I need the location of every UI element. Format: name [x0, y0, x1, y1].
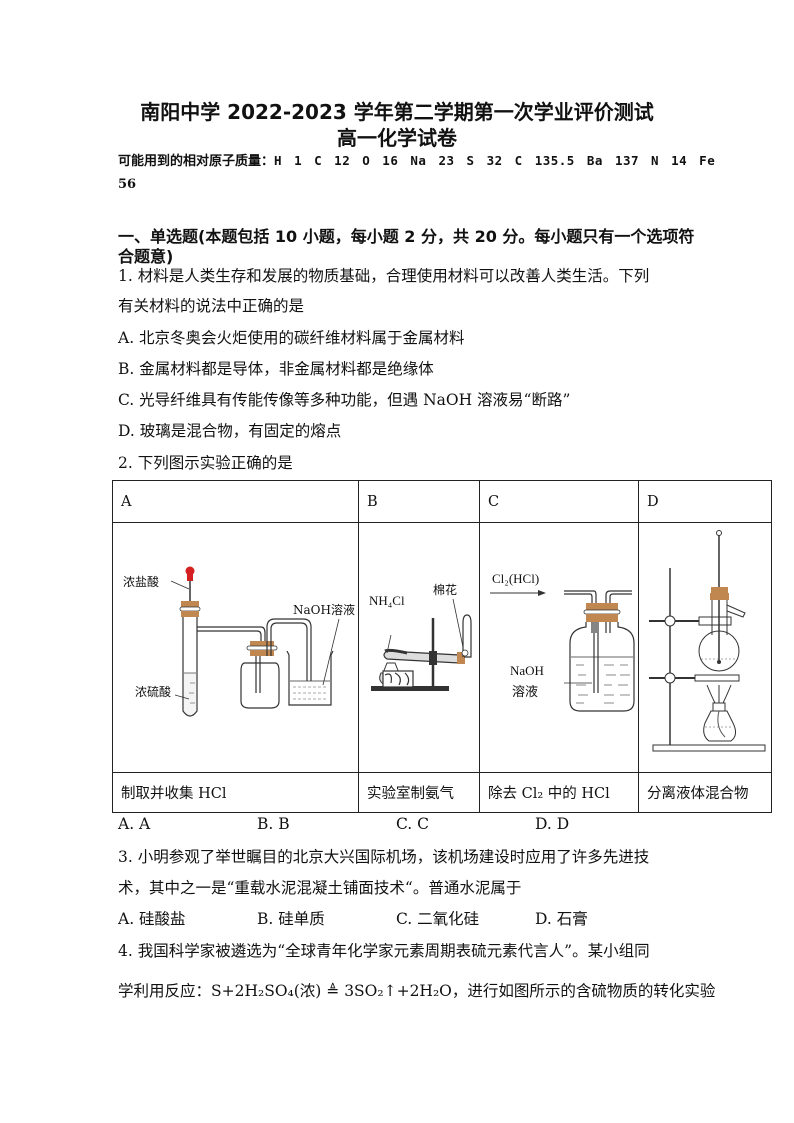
label-conc-hcl: 浓盐酸: [123, 575, 160, 589]
q1-stem: 1. 材料是人类生存和发展的物质基础，合理使用材料可以改善人类生活。下列: [118, 267, 650, 285]
experiment-table: A B C D: [112, 480, 772, 813]
header-d: D: [638, 480, 772, 523]
q2-option-c: C. C: [396, 815, 430, 833]
section-heading: 一、单选题(本题包括 10 小题，每小题 2 分，共 20 分。每小题只有一个选…: [118, 227, 695, 246]
figure-b: NH₄Cl 棉花: [358, 522, 480, 773]
label-cotton: 棉花: [433, 583, 458, 597]
label-naoh-solution: NaOH溶液: [293, 603, 355, 617]
header-a: A: [112, 480, 359, 523]
figure-d: [638, 522, 772, 773]
wash-bottle-icon: [490, 590, 635, 712]
caption-a: 制取并收集 HCl: [112, 772, 359, 813]
q1-stem-cont: 有关材料的说法中正确的是: [118, 297, 305, 315]
q4-equation-prefix: 学利用反应：: [118, 982, 212, 1000]
caption-b-text: 实验室制氨气: [367, 786, 454, 802]
header-c: C: [479, 480, 639, 523]
q2-option-b: B. B: [257, 815, 290, 833]
caption-b: 实验室制氨气: [358, 772, 480, 813]
q2-option-a: A. A: [118, 815, 151, 833]
label-solution: 溶液: [512, 685, 539, 700]
atomic-masses: 可能用到的相对原子质量：H 1 C 12 O 16 Na 23 S 32 C 1…: [118, 150, 715, 169]
hcl-apparatus-icon: [170, 566, 340, 717]
q4-stem-tail: ，进行如图所示的含硫物质的转化实验: [451, 982, 716, 1000]
q3-stem-cont: 术，其中之一是“重载水泥混凝土铺面技术“。普通水泥属于: [118, 879, 522, 897]
label-naoh: NaOH: [510, 663, 544, 678]
q1-option-b: B. 金属材料都是导体，非金属材料都是绝缘体: [118, 360, 434, 378]
q1-option-c: C. 光导纤维具有传能传像等多种功能，但遇 NaOH 溶液易“断路”: [118, 391, 571, 409]
q1-option-d: D. 玻璃是混合物，有固定的熔点: [118, 422, 342, 440]
header-b: B: [358, 480, 480, 523]
atomic-masses-label: 可能用到的相对原子质量：: [118, 154, 275, 169]
q3-option-c: C. 二氧化硅: [396, 910, 480, 928]
caption-d-text: 分离液体混合物: [647, 786, 749, 802]
q4-equation: S+2H₂SO₄(浓) ≜ 3SO₂↑+2H₂O: [211, 982, 452, 1000]
q1-option-a: A. 北京冬奥会火炬使用的碳纤维材料属于金属材料: [118, 329, 465, 347]
label-conc-h2so4: 浓硫酸: [135, 685, 172, 699]
label-cl2-hcl: Cl₂(HCl): [492, 571, 540, 586]
caption-c: 除去 Cl₂ 中的 HCl: [479, 772, 639, 813]
q3-option-a: A. 硅酸盐: [118, 910, 186, 928]
q2-option-d: D. D: [535, 815, 570, 833]
q3-stem: 3. 小明参观了举世瞩目的北京大兴国际机场，该机场建设时应用了许多先进技: [118, 848, 650, 866]
caption-a-text: 制取并收集 HCl: [121, 786, 227, 802]
figure-c: Cl₂(HCl) NaOH 溶液: [479, 522, 639, 773]
caption-d: 分离液体混合物: [638, 772, 772, 813]
ammonia-apparatus-icon: [371, 598, 472, 691]
exam-title: 南阳中学 2022-2023 学年第二学期第一次学业评价测试: [140, 100, 654, 124]
label-nh4cl: NH₄Cl: [369, 593, 405, 608]
figure-a: 浓盐酸 浓硫酸 NaOH溶液: [112, 522, 359, 773]
caption-c-text: 除去 Cl₂ 中的 HCl: [488, 786, 610, 802]
q4-stem-cont: 学利用反应：S+2H₂SO₄(浓) ≜ 3SO₂↑+2H₂O，进行如图所示的含硫…: [118, 979, 715, 1001]
q3-option-b: B. 硅单质: [257, 910, 325, 928]
distillation-apparatus-icon: [649, 530, 766, 752]
q2-stem: 2. 下列图示实验正确的是: [118, 454, 293, 472]
q3-option-d: D. 石膏: [535, 910, 588, 928]
section-heading-cont: 合题意): [118, 247, 174, 266]
exam-subtitle: 高一化学试卷: [337, 126, 457, 150]
atomic-masses-wrap: 56: [118, 177, 137, 192]
q4-stem: 4. 我国科学家被遴选为“全球青年化学家元素周期表硫元素代言人”。某小组同: [118, 942, 650, 960]
atomic-masses-values: H 1 C 12 O 16 Na 23 S 32 C 135.5 Ba 137 …: [274, 153, 716, 168]
